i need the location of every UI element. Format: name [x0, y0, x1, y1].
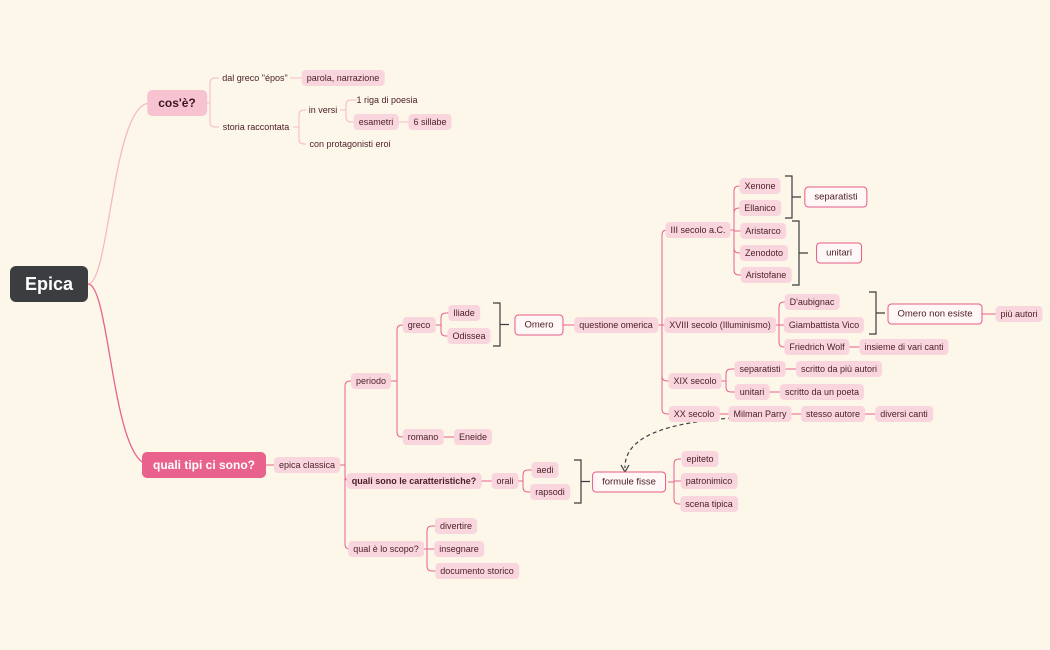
subtopic-unitari[interactable]: unitari — [734, 384, 770, 400]
subtopic-stesso-autore[interactable]: stesso autore — [800, 406, 866, 422]
edge-storia — [298, 127, 306, 145]
edge-greco — [440, 312, 449, 325]
subtopic-eneide[interactable]: Eneide — [453, 429, 493, 445]
subtopic-diversi-canti[interactable]: diversi canti — [875, 406, 933, 422]
subtopic-vico[interactable]: Giambattista Vico — [783, 317, 865, 333]
subtopic-aedi[interactable]: aedi — [531, 462, 559, 478]
topic-quali-tipi[interactable]: quali tipi ci sono? — [142, 452, 266, 478]
edge-iii — [733, 230, 741, 276]
edge-xix — [725, 368, 736, 381]
subtopic-separatisti[interactable]: separatisti — [734, 361, 786, 377]
edge-cose — [209, 77, 219, 103]
subtopic-insieme-canti[interactable]: insieme di vari canti — [859, 339, 949, 355]
subtopic-sillabe[interactable]: 6 sillabe — [408, 114, 452, 130]
subtopic-wolf[interactable]: Friedrich Wolf — [784, 339, 850, 355]
subtopic-greco[interactable]: greco — [402, 317, 436, 333]
subtopic-romano[interactable]: romano — [402, 429, 444, 445]
edge-xix — [725, 381, 736, 393]
subtopic-questione-omerica[interactable]: questione omerica — [574, 317, 658, 333]
edge-root-cose — [87, 102, 151, 285]
edge-storia — [298, 109, 306, 127]
edge-questione — [661, 325, 670, 382]
summary-formule-fisse[interactable]: formule fisse — [592, 471, 666, 493]
subtopic-ellanico[interactable]: Ellanico — [739, 200, 781, 216]
bracket-omero-non-esiste — [869, 291, 885, 335]
subtopic-iliade[interactable]: Iliade — [448, 305, 480, 321]
subtopic-patronimico[interactable]: patronimico — [680, 473, 738, 489]
subtopic-riga[interactable]: 1 riga di poesia — [356, 95, 418, 105]
subtopic-scritto-piu[interactable]: scritto da più autori — [795, 361, 883, 377]
bracket-unitari — [792, 220, 808, 286]
subtopic-storia[interactable]: storia raccontata — [222, 122, 290, 132]
subtopic-dal-greco[interactable]: dal greco "épos" — [222, 73, 288, 83]
subtopic-daubignac[interactable]: D'aubignac — [784, 294, 840, 310]
subtopic-divertire[interactable]: divertire — [434, 518, 478, 534]
edge-periodo — [396, 381, 404, 438]
summary-omero-non-esiste[interactable]: Omero non esiste — [887, 303, 983, 325]
edge-orali — [522, 469, 532, 481]
edge-xviii — [778, 301, 786, 325]
edge-questione — [661, 325, 670, 415]
edge-formule — [673, 482, 681, 505]
edge-xviii — [778, 325, 786, 348]
edge-formule — [673, 480, 681, 483]
subtopic-iii-secolo[interactable]: III secolo a.C. — [665, 222, 731, 238]
edge-root-tipi — [87, 283, 151, 466]
edge-questione — [661, 229, 670, 325]
topic-cose[interactable]: cos'è? — [147, 90, 207, 116]
subtopic-odissea[interactable]: Odissea — [447, 328, 491, 344]
subtopic-parola[interactable]: parola, narrazione — [301, 70, 385, 86]
edge-cose — [209, 103, 219, 128]
edge-epica — [344, 380, 352, 465]
subtopic-orali[interactable]: orali — [491, 473, 519, 489]
bracket-formule — [574, 459, 590, 504]
subtopic-aristarco[interactable]: Aristarco — [740, 223, 786, 239]
summary-unitari[interactable]: unitari — [816, 242, 862, 264]
subtopic-xix-secolo[interactable]: XIX secolo — [668, 373, 722, 389]
bracket-omero — [493, 302, 509, 347]
edge-scopo — [426, 549, 437, 572]
subtopic-documento-storico[interactable]: documento storico — [435, 563, 519, 579]
edge-iii — [733, 207, 741, 230]
subtopic-epica-classica[interactable]: epica classica — [273, 457, 341, 473]
edge-scopo — [426, 525, 437, 549]
subtopic-xx-secolo[interactable]: XX secolo — [668, 406, 720, 422]
subtopic-xenone[interactable]: Xenone — [739, 178, 781, 194]
edge-greco — [440, 325, 449, 337]
subtopic-caratteristiche[interactable]: quali sono le caratteristiche? — [346, 473, 482, 489]
subtopic-zenodoto[interactable]: Zenodoto — [739, 245, 789, 261]
summary-separatisti[interactable]: separatisti — [804, 186, 868, 208]
subtopic-epiteto[interactable]: epiteto — [681, 451, 719, 467]
root-topic[interactable]: Epica — [10, 266, 88, 302]
subtopic-in-versi[interactable]: in versi — [308, 105, 338, 115]
edge-iii — [733, 185, 741, 230]
bracket-separatisti — [785, 175, 801, 219]
subtopic-parry[interactable]: Milman Parry — [728, 406, 792, 422]
subtopic-rapsodi[interactable]: rapsodi — [530, 484, 570, 500]
summary-omero[interactable]: Omero — [514, 314, 564, 336]
subtopic-scena-tipica[interactable]: scena tipica — [680, 496, 738, 512]
subtopic-esametri[interactable]: esametri — [353, 114, 399, 130]
subtopic-piu-autori[interactable]: più autori — [995, 306, 1043, 322]
edge-formule — [673, 458, 681, 482]
subtopic-xviii-secolo[interactable]: XVIII secolo (Illuminismo) — [664, 317, 776, 333]
edge-inversi — [345, 110, 357, 123]
subtopic-protagonisti[interactable]: con protagonisti eroi — [309, 139, 391, 149]
edge-periodo — [396, 324, 404, 381]
edge-inversi — [345, 99, 357, 110]
subtopic-scritto-uno[interactable]: scritto da un poeta — [779, 384, 865, 400]
subtopic-periodo[interactable]: periodo — [350, 373, 392, 389]
subtopic-insegnare[interactable]: insegnare — [434, 541, 484, 557]
subtopic-scopo[interactable]: qual è lo scopo? — [348, 541, 424, 557]
edge-orali — [522, 481, 532, 493]
subtopic-aristofane[interactable]: Aristofane — [740, 267, 792, 283]
